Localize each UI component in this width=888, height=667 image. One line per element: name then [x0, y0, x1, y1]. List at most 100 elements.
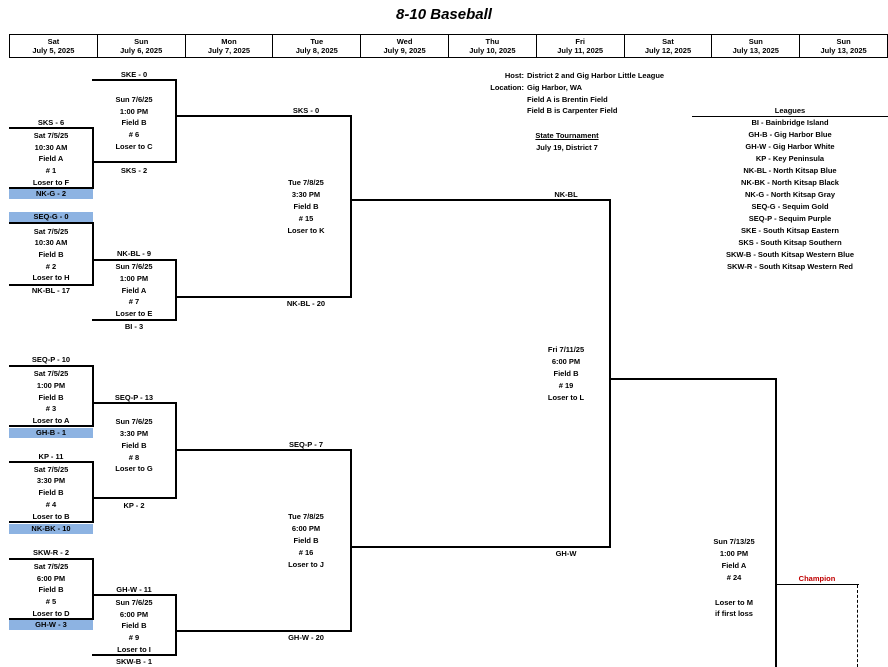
league-item: SEQ-P - Sequim Purple — [748, 214, 832, 223]
bracket-line — [609, 199, 611, 548]
loser-note: Loser to H — [32, 273, 70, 282]
champion-dashed-line — [857, 585, 858, 667]
game-field: Field B — [293, 202, 319, 211]
bracket-line — [350, 546, 611, 548]
bracket-line — [9, 461, 93, 463]
loser-note: Loser to I — [117, 645, 151, 654]
bracket-line — [350, 199, 611, 201]
page-title: 8-10 Baseball — [396, 6, 492, 23]
league-item: BI - Bainbridge Island — [751, 118, 829, 127]
game-time: 10:30 AM — [34, 143, 68, 152]
league-item: NK-BK - North Kitsap Black — [741, 178, 839, 187]
game-number: # 2 — [45, 262, 57, 271]
game-field: Field A — [38, 154, 64, 163]
team-top: SEQ-G - 0 — [9, 212, 93, 222]
team-top: SEQ-P - 13 — [114, 393, 154, 402]
bracket-line — [92, 319, 177, 321]
league-item: SKS - South Kitsap Southern — [738, 238, 842, 247]
host-label: Host: — [504, 71, 524, 80]
game-number: # 19 — [558, 381, 574, 390]
league-item: KP - Key Peninsula — [755, 154, 825, 163]
game-field: Field B — [121, 441, 147, 450]
game-time: 6:00 PM — [119, 610, 149, 619]
bracket-line — [92, 127, 94, 188]
bracket-line — [9, 425, 94, 427]
team-bottom: GH-W - 3 — [9, 620, 93, 630]
location-label: Location: — [490, 83, 524, 92]
bracket-line — [9, 558, 93, 560]
game-date: Tue 7/8/25 — [288, 512, 324, 521]
team-bottom: GH-B - 1 — [9, 428, 93, 438]
bracket-line — [9, 222, 93, 224]
host-value: District 2 and Gig Harbor Little League — [527, 71, 665, 80]
bracket-line — [9, 618, 94, 620]
leagues-header: Leagues — [774, 106, 806, 115]
bracket-line — [175, 594, 177, 655]
bracket-line — [9, 365, 93, 367]
team-top: SKE - 0 — [120, 70, 148, 79]
bracket-line — [175, 259, 177, 320]
game-date: Sun 7/6/25 — [115, 95, 153, 104]
game-date: Sat 7/5/25 — [33, 227, 69, 236]
location-value: Gig Harbor, WA — [527, 83, 583, 92]
game-time: 6:00 PM — [291, 524, 321, 533]
game-number: # 3 — [45, 404, 57, 413]
game-date: Sat 7/5/25 — [33, 369, 69, 378]
game-field: Field B — [553, 369, 579, 378]
game-number: # 1 — [45, 166, 57, 175]
bracket-line — [92, 654, 177, 656]
game-time: 10:30 AM — [34, 238, 68, 247]
bracket-line — [92, 161, 177, 163]
game-date: Sat 7/5/25 — [33, 562, 69, 571]
team-top: SKW-R - 2 — [32, 548, 70, 557]
bracket-line — [609, 378, 777, 380]
loser-note: Loser to F — [32, 178, 70, 187]
loser-note: Loser to E — [115, 309, 153, 318]
loser-note: Loser to G — [115, 464, 153, 473]
bracket-line — [9, 284, 94, 286]
loser-note: Loser to K — [287, 226, 325, 235]
loser-note: Loser to J — [288, 560, 324, 569]
team-bottom: NK-G - 2 — [9, 189, 93, 199]
legend-divider — [692, 116, 888, 117]
team-bottom: NK-BK - 10 — [9, 524, 93, 534]
bracket-line — [9, 187, 94, 189]
team-top: KP - 11 — [38, 452, 64, 461]
game-field: Field A — [121, 286, 147, 295]
team-bottom: NK-BL - 17 — [31, 286, 71, 295]
bracket-line — [175, 449, 352, 451]
game-field: Field B — [121, 118, 147, 127]
league-item: SKW-B - South Kitsap Western Blue — [725, 250, 855, 259]
field-a-note: Field A is Brentin Field — [527, 95, 608, 104]
bracket-line — [175, 630, 352, 632]
game-number: # 15 — [298, 214, 314, 223]
league-item: SKE - South Kitsap Eastern — [741, 226, 839, 235]
loser-note: Loser to A — [32, 416, 70, 425]
team-bottom: GH-W - 20 — [288, 633, 324, 642]
game-time: 1:00 PM — [36, 381, 66, 390]
loser-note: Loser to B — [32, 512, 70, 521]
team-bottom: KP - 2 — [123, 501, 145, 510]
bracket-line — [9, 521, 94, 523]
game-number: # 6 — [128, 130, 140, 139]
bracket-line — [9, 127, 93, 129]
game-date: Sun 7/6/25 — [115, 598, 153, 607]
game-time: 6:00 PM — [36, 574, 66, 583]
game-date: Sun 7/6/25 — [115, 262, 153, 271]
bracket-line — [92, 461, 94, 523]
team-bottom: SKS - 2 — [120, 166, 148, 175]
bracket-line — [92, 594, 177, 596]
game-date: Sun 7/13/25 — [713, 537, 755, 546]
game-field: Field B — [38, 393, 64, 402]
team-top: GH-W - 11 — [116, 585, 152, 594]
bracket-line — [92, 558, 94, 619]
bracket-line — [92, 222, 94, 285]
